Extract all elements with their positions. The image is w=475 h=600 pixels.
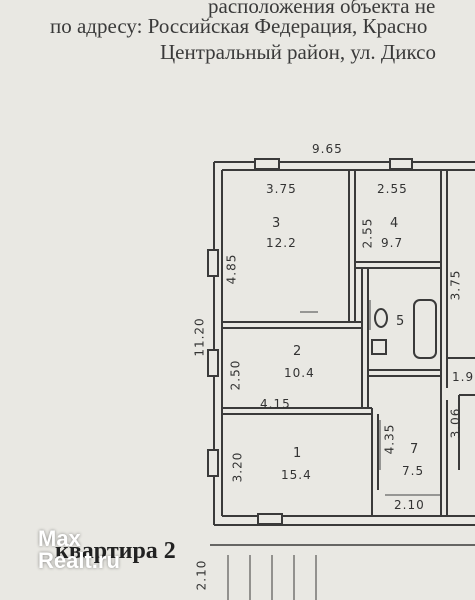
room-5-number: 5	[396, 314, 405, 329]
dim-right-lower: 3.06	[448, 407, 463, 439]
room-3-area: 12.2	[266, 236, 297, 250]
maxrealt-watermark: Max Realt.ru	[38, 528, 120, 572]
window-left-3	[207, 449, 219, 477]
sink	[371, 339, 387, 355]
watermark-line-1: Max	[38, 526, 81, 551]
room-1-area: 15.4	[281, 468, 312, 482]
dim-r2-height: 2.50	[228, 359, 243, 391]
room-3-number: 3	[272, 216, 281, 231]
header-line-3: Центральный район, ул. Диксо	[160, 40, 436, 64]
dim-r4-width: 2.55	[377, 182, 408, 196]
header-line-2: по адресу: Российская Федерация, Красно	[50, 14, 428, 38]
dim-right-upper: 3.75	[448, 269, 463, 301]
watermark-line-2: Realt.ru	[38, 548, 120, 573]
header-line-1: расположения объекта не	[208, 0, 436, 18]
dim-r2-width: 4.15	[260, 397, 291, 411]
stair-steps	[227, 555, 317, 600]
window-left-1	[207, 249, 219, 277]
bathtub	[413, 299, 437, 359]
room-7-number: 7	[410, 442, 419, 457]
dim-right-mid: 1.9	[452, 370, 475, 384]
toilet	[374, 308, 388, 328]
room-2-number: 2	[293, 344, 302, 359]
room-4-number: 4	[390, 216, 399, 231]
window-r3	[254, 158, 280, 170]
dim-left-total: 11.20	[192, 317, 207, 357]
room-7-area: 7.5	[402, 464, 425, 478]
dim-r7-height: 4.35	[382, 423, 397, 455]
window-r4	[389, 158, 413, 170]
dim-r3-width: 3.75	[266, 182, 297, 196]
window-left-2	[207, 349, 219, 377]
dim-r3-height: 4.85	[224, 253, 239, 285]
room-2-area: 10.4	[284, 366, 315, 380]
dim-r1-height: 3.20	[230, 451, 245, 483]
dim-r4-height: 2.55	[360, 217, 375, 249]
dim-stair: 2.10	[194, 559, 209, 591]
dim-top-total: 9.65	[312, 142, 343, 156]
apartment-label: квартира 2	[55, 538, 176, 564]
dim-r7-width: 2.10	[394, 498, 425, 512]
room-4-area: 9.7	[381, 236, 404, 250]
window-bottom	[257, 513, 283, 525]
room-1-number: 1	[293, 446, 302, 461]
